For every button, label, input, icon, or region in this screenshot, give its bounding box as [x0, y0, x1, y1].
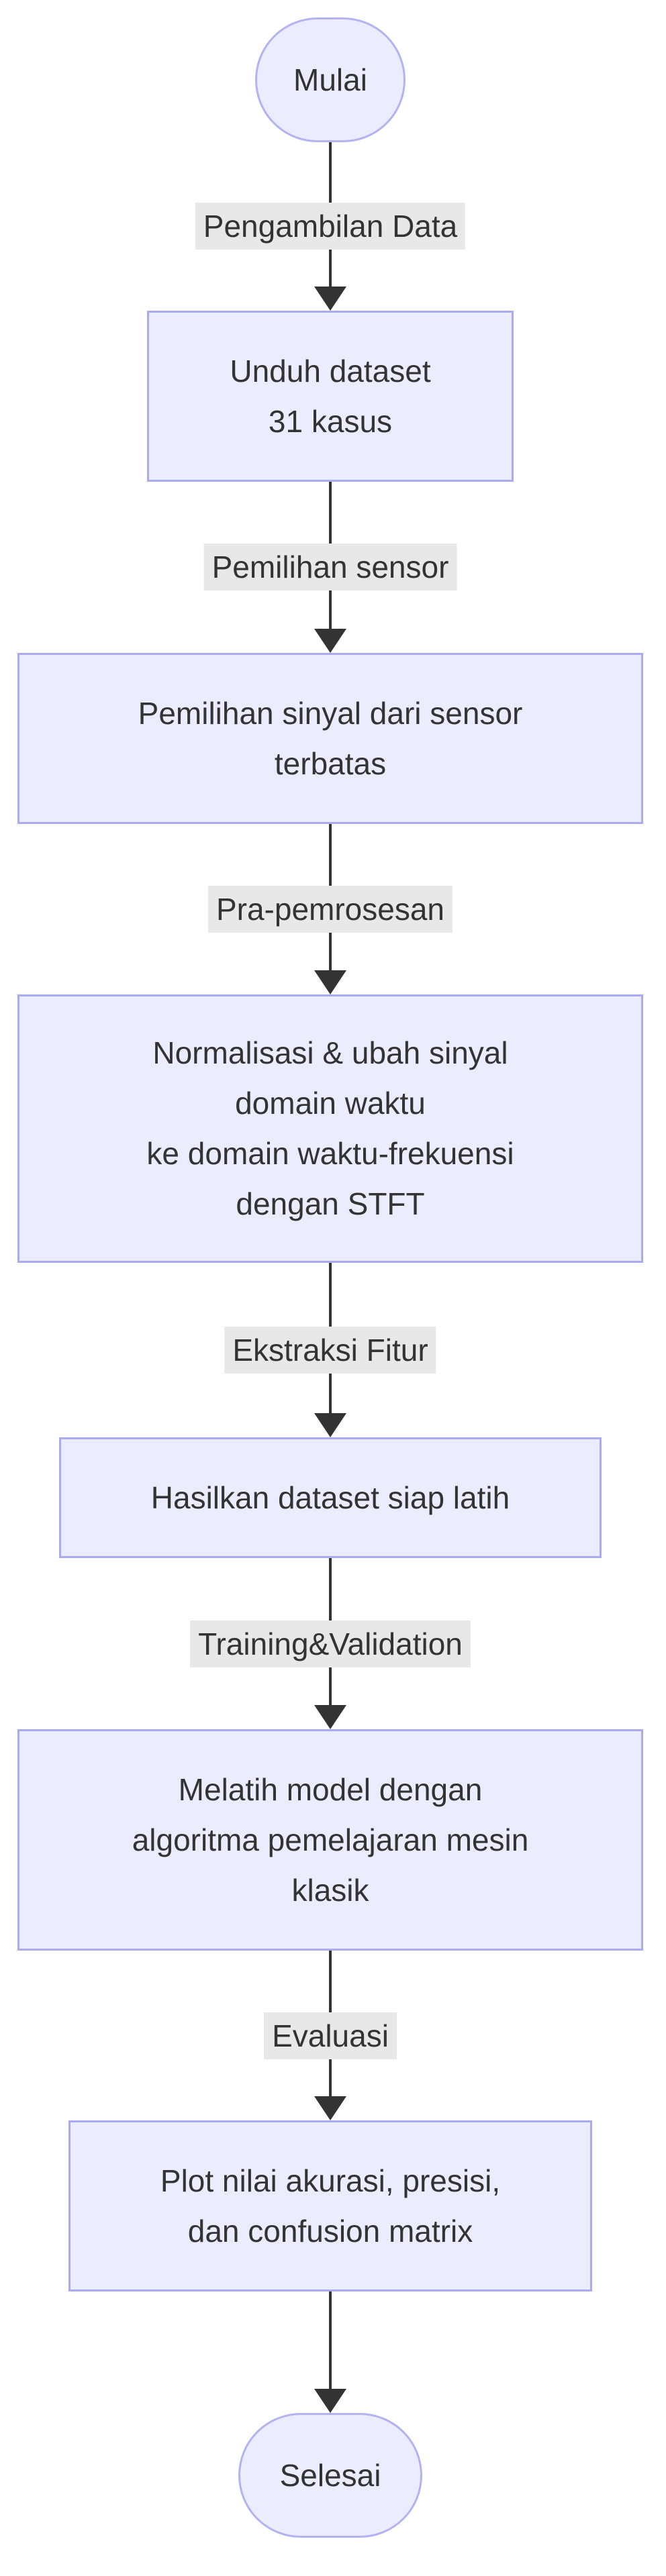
node-label: Unduh dataset 31 kasus: [230, 353, 431, 439]
arrowhead-icon: [314, 629, 346, 653]
edge-label-pengambilan-data: Pengambilan Data: [195, 203, 466, 250]
node-label: Mulai: [293, 62, 367, 97]
arrowhead-icon: [314, 1413, 346, 1437]
edge-label-ekstraksi-fitur: Ekstraksi Fitur: [224, 1327, 436, 1374]
arrowhead-icon: [314, 1705, 346, 1729]
arrowhead-icon: [314, 287, 346, 311]
edge-label-training-validation: Training&Validation: [190, 1620, 471, 1667]
arrowhead-icon: [314, 2096, 346, 2120]
process-node-unduh-dataset: Unduh dataset 31 kasus: [147, 311, 514, 482]
arrowhead-icon: [314, 970, 346, 994]
node-label: Normalisasi & ubah sinyal domain waktu k…: [146, 1035, 514, 1221]
arrowhead-icon: [314, 2389, 346, 2413]
edge-label-evaluasi: Evaluasi: [264, 2012, 397, 2059]
node-label: Plot nilai akurasi, presisi, dan confusi…: [160, 2163, 501, 2249]
process-node-pemilihan-sinyal: Pemilihan sinyal dari sensor terbatas: [17, 653, 643, 824]
process-node-melatih-model: Melatih model dengan algoritma pemelajar…: [17, 1729, 643, 1951]
node-label: Melatih model dengan algoritma pemelajar…: [132, 1771, 529, 1908]
node-label: Pemilihan sinyal dari sensor terbatas: [138, 695, 523, 781]
end-node-selesai: Selesai: [238, 2413, 422, 2538]
edge-label-pemilihan-sensor: Pemilihan sensor: [203, 544, 457, 590]
process-node-normalisasi-stft: Normalisasi & ubah sinyal domain waktu k…: [17, 994, 643, 1263]
start-node-mulai: Mulai: [255, 17, 406, 142]
process-node-dataset-siap-latih: Hasilkan dataset siap latih: [59, 1437, 602, 1558]
process-node-plot-akurasi: Plot nilai akurasi, presisi, dan confusi…: [68, 2120, 592, 2291]
node-label: Selesai: [279, 2457, 381, 2493]
node-label: Hasilkan dataset siap latih: [150, 1480, 510, 1515]
edge-line-evaluate-to-end: [329, 2291, 332, 2390]
edge-label-pra-pemrosesan: Pra-pemrosesan: [207, 886, 453, 933]
